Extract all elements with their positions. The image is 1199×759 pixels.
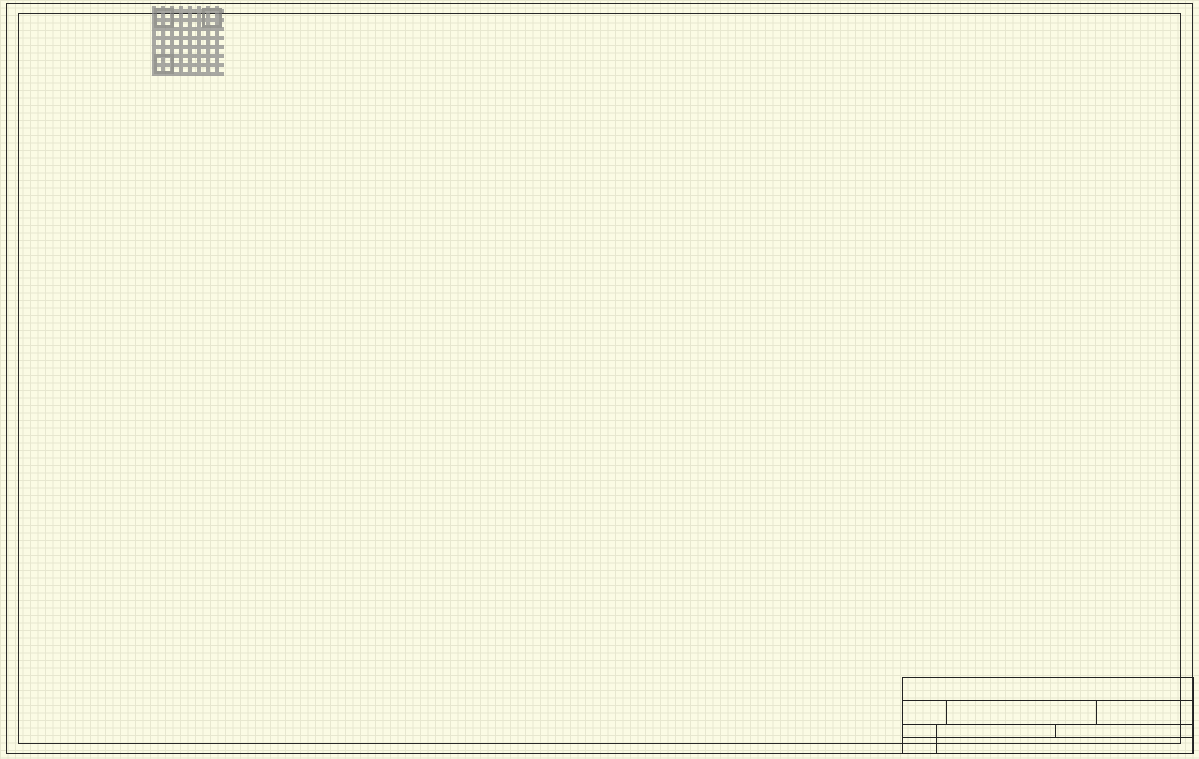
sheet-outer-border xyxy=(6,3,1193,754)
qr-code xyxy=(152,6,224,76)
sheet-inner-border xyxy=(18,13,1181,744)
title-block xyxy=(902,677,1194,754)
